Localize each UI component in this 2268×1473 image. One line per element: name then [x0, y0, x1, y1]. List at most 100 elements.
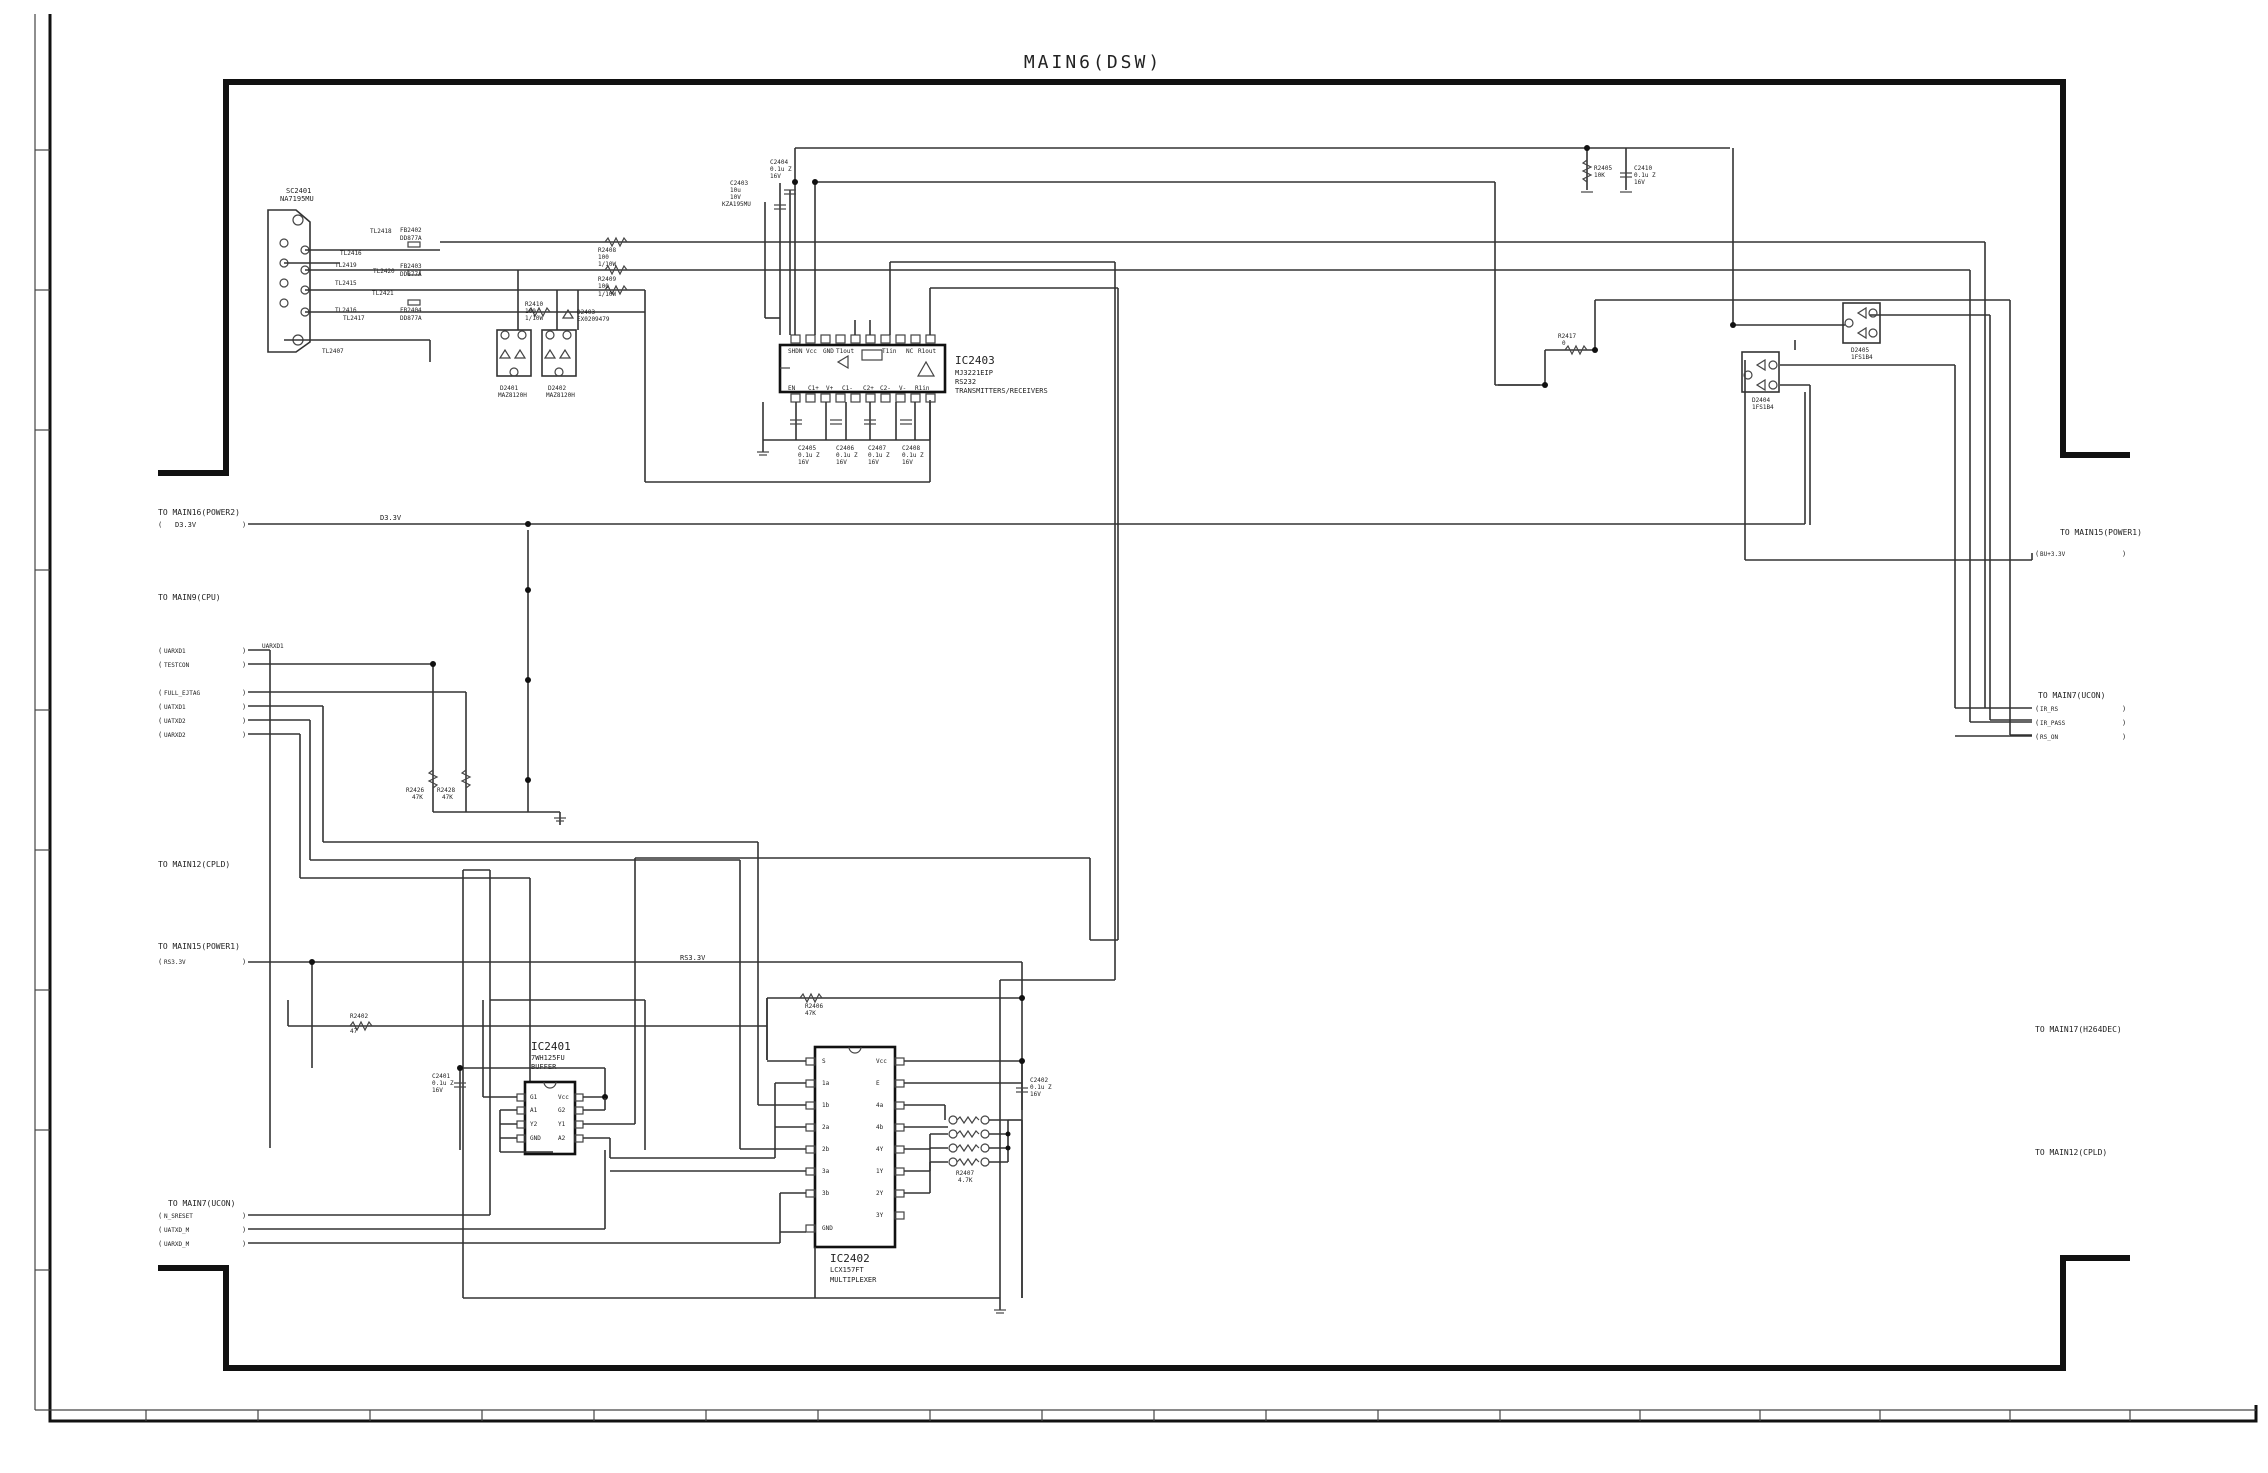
svg-text:): )	[242, 958, 246, 966]
r2417-v1: 0	[1562, 340, 1566, 347]
r2407-network: R2407 4.7K	[948, 1115, 1011, 1184]
d2402-part: MAZ8120H	[546, 392, 575, 399]
svg-text:(: (	[158, 661, 162, 669]
ic2402-pin-3a: 3a	[822, 1168, 830, 1175]
right-port-main12-title: TO MAIN12(CPLD)	[2035, 1148, 2107, 1157]
ic2403-pin-c2m: C2-	[880, 385, 891, 392]
ic2402-pin-2y: 2Y	[876, 1190, 884, 1197]
drawing-border	[34, 14, 2258, 1423]
ic2402: IC2402 LCX157FT MULTIPLEXER S 1a 1b 2a 2…	[610, 1045, 1052, 1314]
ic2402-part: LCX157FT	[830, 1266, 865, 1274]
c2403-v3: KZA195MU	[722, 201, 751, 208]
svg-text:(: (	[158, 1212, 162, 1220]
r2405-c2410: R2405 10K C2410 0.1u Z 16V	[1581, 145, 1656, 193]
c2410-v2: 16V	[1634, 179, 1645, 186]
ic2403-pin-r1in: R1in	[915, 385, 930, 392]
c2403-ref: C2403	[730, 180, 748, 187]
d2405-part: 1FS1B4	[1851, 354, 1873, 361]
test-points: TL2418 TL2416 TL2419 TL2420 TL2415 TL242…	[322, 227, 422, 355]
ic2402-pin-gnd: GND	[822, 1225, 833, 1232]
uart-buses	[604, 857, 1118, 1298]
ic2401-pin-g1: G1	[530, 1094, 538, 1101]
ic2403-part: MJ3221EIP	[955, 369, 993, 377]
left-port-main15-title: TO MAIN15(POWER1)	[158, 942, 240, 951]
d2401-ref: D2401	[500, 385, 518, 392]
ic2403-pin-c1p: C1+	[808, 385, 819, 392]
tl2407-label: TL2407	[322, 348, 344, 355]
connector-wires	[284, 241, 1985, 483]
svg-text:(: (	[158, 731, 162, 739]
c2406-v1: 0.1u Z	[836, 452, 858, 459]
svg-text:(: (	[158, 521, 162, 529]
svg-text:): )	[242, 661, 246, 669]
ic2403-pin-gnd: GND	[823, 348, 834, 355]
c2410-ref: C2410	[1634, 165, 1652, 172]
right-port-main7-sig-2: RS_ON	[2040, 734, 2058, 741]
ic2403-pin-shdn: SHDN	[788, 348, 803, 355]
tl2420-label: TL2420	[373, 268, 395, 275]
right-port-main7: TO MAIN7(UCON) ((( ))) IR_RS IR_PASS RS_…	[1955, 242, 2126, 741]
ic2403-pin-c1m: C1-	[842, 385, 853, 392]
svg-text:): )	[242, 521, 246, 529]
left-port-main7-title: TO MAIN7(UCON)	[168, 1199, 235, 1208]
c2407-v1: 0.1u Z	[868, 452, 890, 459]
r2426-ref: R2426	[406, 787, 424, 794]
ic2401-l2: BUFFER	[531, 1063, 557, 1071]
r2409-v1: 100	[598, 283, 609, 290]
ic2401-pin-a2: A2	[558, 1135, 566, 1142]
svg-text:): )	[242, 1226, 246, 1234]
tl2416b-label: TL2416	[335, 307, 357, 314]
ic2403-pin-vcc: Vcc	[806, 348, 817, 355]
svg-text:): )	[2122, 719, 2126, 727]
svg-text:(: (	[158, 647, 162, 655]
ic2401-part: 7WH125FU	[531, 1054, 565, 1062]
ic2402-pin-vcc: Vcc	[876, 1058, 887, 1065]
r2408-ref: R2408	[598, 247, 616, 254]
ic2402-pin-2a: 2a	[822, 1124, 830, 1131]
left-port-main7-sig-2: UARXD_M	[164, 1241, 190, 1248]
r2406-ref: R2410	[525, 301, 543, 308]
svg-text:(: (	[158, 717, 162, 725]
ic2401-pin-y2: Y2	[530, 1121, 538, 1128]
ic2401-pin-gnd: GND	[530, 1135, 541, 1142]
r2408-v2: 1/10W	[598, 261, 616, 268]
resistors-r2408-r2410: R2408 100 1/10W R2409 100 1/10W R2410 10…	[525, 236, 628, 322]
board-frame-bottom	[158, 1255, 2130, 1371]
left-port-main9: TO MAIN9(CPU) ((( ((( ))) ))) UARXD1 TES…	[158, 521, 759, 1150]
r2406-v1-b: 47K	[805, 1010, 816, 1017]
left-port-main9-sig-2: FULL_EJTAG	[164, 690, 201, 697]
svg-text:(: (	[2035, 705, 2039, 713]
ic2403-pin-vp: V+	[826, 385, 834, 392]
svg-text:): )	[242, 703, 246, 711]
d2401-part: MAZ8120H	[498, 392, 527, 399]
c2402-ref: C2402	[1030, 1077, 1048, 1084]
c2408-v2: 16V	[902, 459, 913, 466]
c2404-ref: C2404	[770, 159, 788, 166]
ic2402-pin-4a: 4a	[876, 1102, 884, 1109]
d2403-part: EX0209479	[577, 316, 610, 323]
left-port-main12: TO MAIN12(CPLD)	[158, 860, 230, 869]
ic2403: IC2403 MJ3221EIP RS232 TRANSMITTERS/RECE…	[778, 334, 1048, 403]
ic2402-pin-2b: 2b	[822, 1146, 830, 1153]
c2401-v2: 16V	[432, 1087, 443, 1094]
r2402-ref: R2402	[350, 1013, 368, 1020]
c2408-ref: C2408	[902, 445, 920, 452]
r2417-ref: R2417	[1558, 333, 1576, 340]
ic2401-pin-a1: A1	[530, 1107, 538, 1114]
c2402-v1: 0.1u Z	[1030, 1084, 1052, 1091]
svg-text:): )	[242, 647, 246, 655]
c2407-ref: C2407	[868, 445, 886, 452]
ic2403-pin-r1out: R1out	[918, 348, 936, 355]
fb2402-ref: FB2402	[400, 227, 422, 234]
c2406-v2: 16V	[836, 459, 847, 466]
r2428-ref: R2428	[437, 787, 455, 794]
left-port-main16-sig-0: D3.3V	[175, 521, 197, 529]
r2402-v1: 47	[350, 1028, 358, 1035]
c2404-v1: 0.1u Z	[770, 166, 792, 173]
ic2402-pin-s: S	[822, 1058, 826, 1065]
rs-on-network: R2417 0 D2405 1FS1B4 D2404 1FS1B4	[1498, 148, 2032, 735]
tl2416-label: TL2416	[340, 250, 362, 257]
r2428-v1: 47K	[442, 794, 453, 801]
c2407-v2: 16V	[868, 459, 879, 466]
